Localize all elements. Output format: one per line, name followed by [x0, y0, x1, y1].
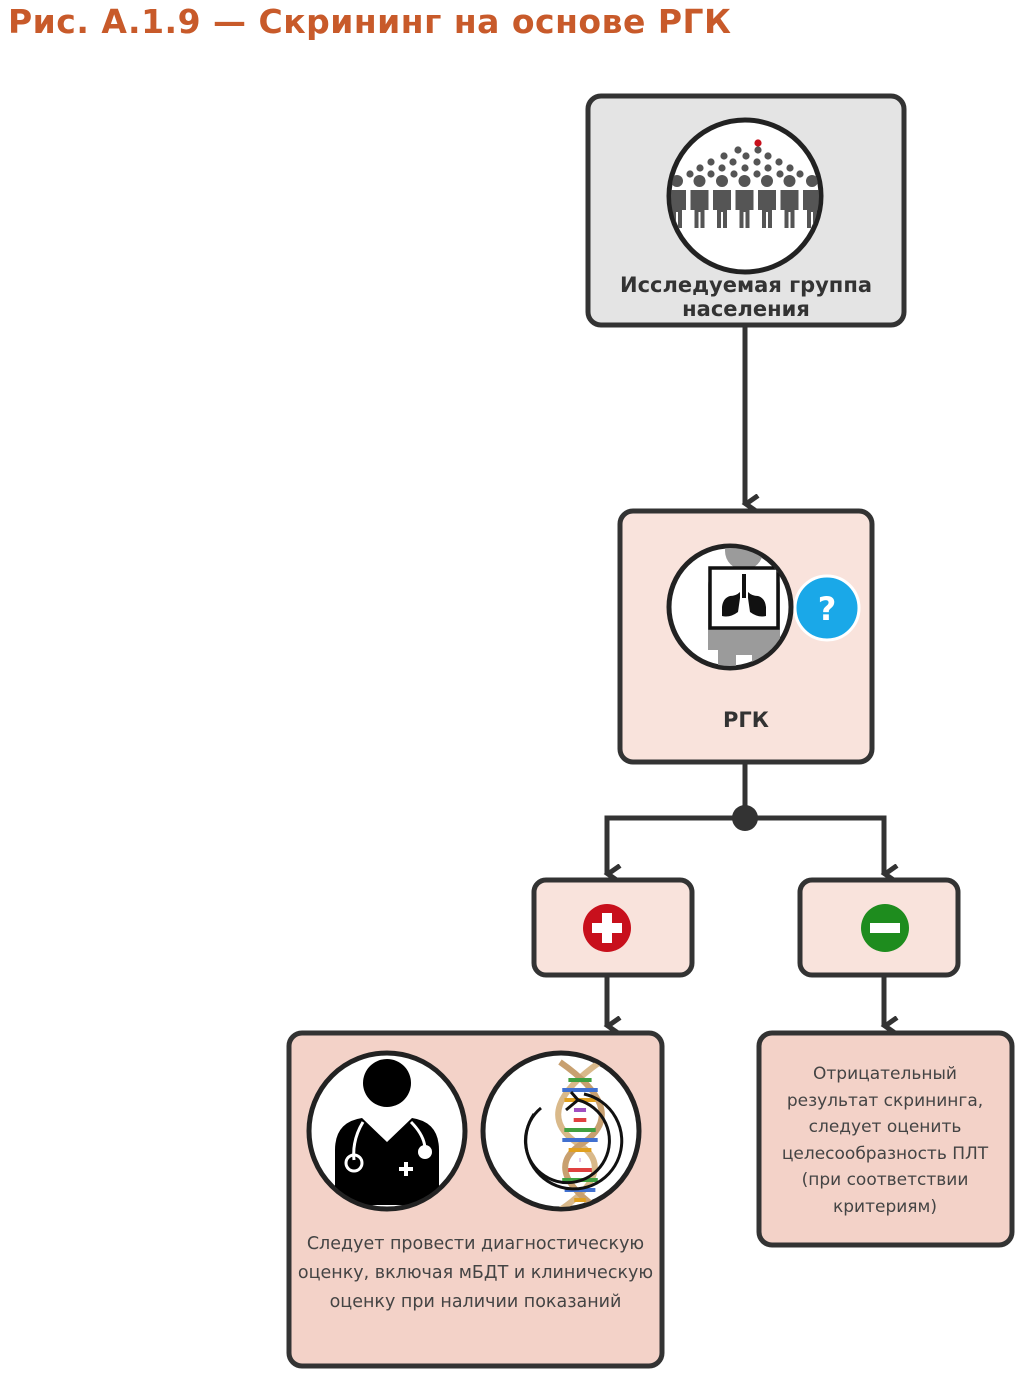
split-node	[732, 805, 758, 831]
svg-text:?: ?	[818, 590, 837, 628]
figure-title: Рис. A.1.9 — Скрининг на основе РГК	[8, 2, 732, 41]
crowd-icon	[666, 117, 824, 275]
negative-outcome-box	[756, 1030, 1015, 1248]
chest-xray-icon	[666, 543, 794, 671]
minus-icon	[861, 904, 909, 952]
arrow-split-to-negative	[745, 815, 884, 874]
question-badge-icon: ?	[793, 574, 861, 642]
doctor-icon	[306, 1050, 468, 1212]
arrow-split-to-positive	[607, 815, 745, 874]
population-label: Исследуемая группа населения	[620, 273, 872, 321]
cxr-label: РГК	[723, 708, 769, 732]
negative-outcome-text: Отрицательный результат скрининга, следу…	[781, 1064, 989, 1217]
connectors	[607, 327, 884, 1026]
plus-icon	[583, 904, 631, 952]
dna-timer-icon	[480, 1050, 642, 1212]
positive-outcome-text: Следует провести диагностическую оценку,…	[297, 1234, 654, 1312]
